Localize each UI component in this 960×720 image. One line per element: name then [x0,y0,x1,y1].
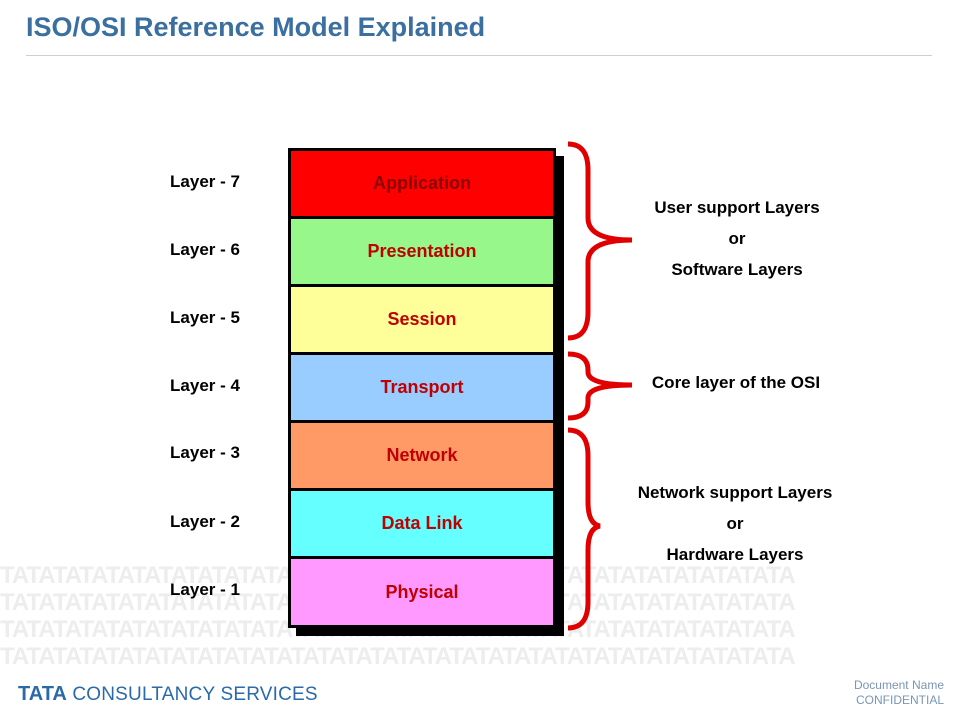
layer-label-2: Layer - 2 [170,512,240,531]
layer-label-5: Layer - 5 [170,308,240,327]
brace-network-support [567,427,601,631]
group-user-support: User support Layers or Software Layers [612,192,862,285]
group-network-support: Network support Layers or Hardware Layer… [605,477,865,570]
layer-label-3: Layer - 3 [170,443,240,462]
layer-label-1: Layer - 1 [170,580,240,599]
group-user-support-line2: or [728,229,746,248]
layer-transport: Transport [288,352,556,423]
confidential-label: CONFIDENTIAL [855,693,944,707]
layer-label-7: Layer - 7 [170,172,240,191]
group-network-support-line2: or [726,514,744,533]
brace-core [567,351,633,421]
layer-network: Network [288,420,556,491]
osi-layer-stack: Application Presentation Session Transpo… [288,148,564,636]
layer-label-4: Layer - 4 [170,376,240,395]
layer-physical: Physical [288,556,556,628]
document-meta: Document Name CONFIDENTIAL [854,678,944,708]
layer-application: Application [288,148,556,219]
layer-presentation: Presentation [288,216,556,287]
tcs-logo-bold: TATA [18,683,67,705]
layer-data-link: Data Link [288,488,556,559]
layer-label-6: Layer - 6 [170,240,240,259]
group-core-line1: Core layer of the OSI [651,373,821,392]
watermark-row: TATATATATATATATATATATATATATATATATATATATA… [0,643,796,670]
tcs-logo: TATA CONSULTANCY SERVICES [18,683,318,706]
group-network-support-line1: Network support Layers [637,483,833,502]
tcs-logo-rest: CONSULTANCY SERVICES [72,684,318,705]
title-divider [26,55,932,56]
document-name: Document Name [853,678,944,692]
group-braces [567,141,633,631]
brace-user-support [567,141,633,341]
slide-title: ISO/OSI Reference Model Explained [26,12,486,42]
group-user-support-line3: Software Layers [671,260,803,279]
group-user-support-line1: User support Layers [654,198,820,217]
layer-session: Session [288,284,556,355]
group-network-support-line3: Hardware Layers [666,545,804,564]
group-core: Core layer of the OSI [608,367,864,398]
